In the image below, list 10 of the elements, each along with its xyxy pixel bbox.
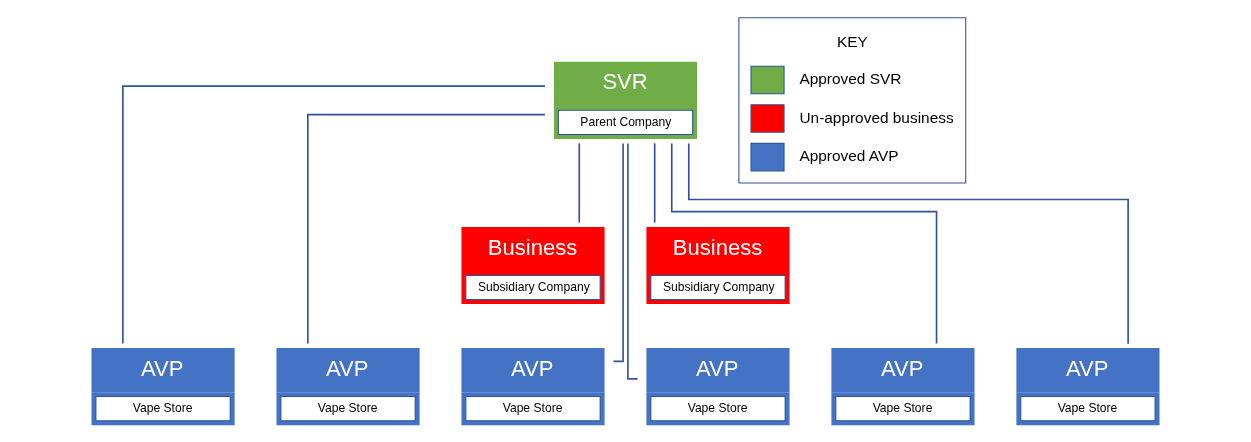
connector xyxy=(653,142,656,223)
legend-label: Approved SVR xyxy=(799,69,902,87)
connector xyxy=(122,84,546,344)
legend-label: Un-approved business xyxy=(799,108,954,126)
legend-label: Approved AVP xyxy=(799,146,899,164)
connector xyxy=(627,142,639,380)
label: KEY xyxy=(836,32,868,50)
connector xyxy=(307,113,546,344)
connector xyxy=(612,142,624,362)
connector xyxy=(578,142,581,223)
